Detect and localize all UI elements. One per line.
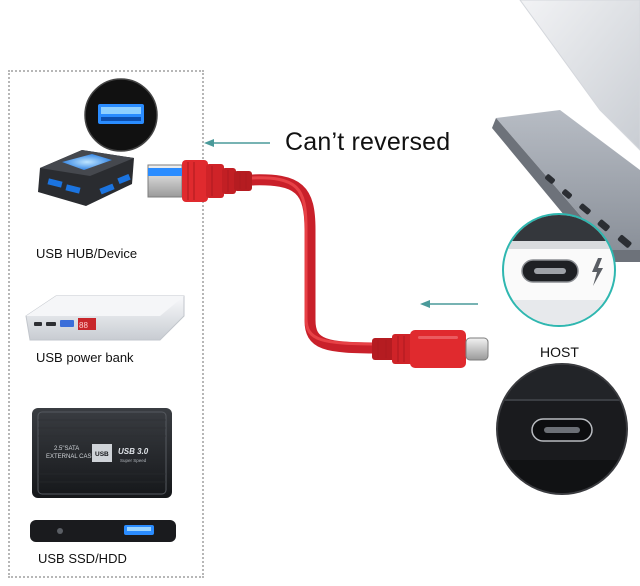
enclosure-text-line2: EXTERNAL CASE	[46, 454, 95, 460]
thunderbolt-icon	[592, 258, 603, 286]
host-label: HOST	[540, 344, 579, 360]
usb-cable	[244, 174, 386, 354]
enclosure-text-line1: 2.5"SATA	[54, 446, 79, 452]
power-bank-label: USB power bank	[36, 350, 134, 365]
svg-text:88: 88	[79, 321, 88, 330]
usb-c-port-callout	[496, 363, 628, 495]
usb-c-plug-icon	[372, 330, 489, 368]
usb-hub-illustration	[38, 150, 134, 206]
usb-a-port-callout	[84, 78, 158, 152]
arrow-left-top	[204, 139, 270, 147]
usb-a-plug-icon	[147, 160, 252, 202]
laptop-illustration	[492, 0, 640, 262]
enclosure-badge: USB	[95, 451, 109, 458]
ssd-enclosure-illustration: 2.5"SATA EXTERNAL CASE USB USB 3.0 Super…	[32, 408, 172, 498]
power-bank-illustration: 88	[25, 295, 185, 341]
headline-text: Can’t reversed	[285, 128, 451, 156]
enclosure-port-strip	[30, 520, 176, 542]
usb-hub-label: USB HUB/Device	[36, 246, 138, 261]
arrow-left-right	[420, 300, 478, 308]
enclosure-usb-version: USB 3.0	[118, 447, 149, 456]
device-panel-border	[8, 70, 204, 578]
usb-c-thunderbolt-callout	[502, 213, 616, 327]
ssd-hdd-label: USB SSD/HDD	[38, 551, 127, 566]
enclosure-usb-sub: Super Speed	[120, 458, 147, 463]
